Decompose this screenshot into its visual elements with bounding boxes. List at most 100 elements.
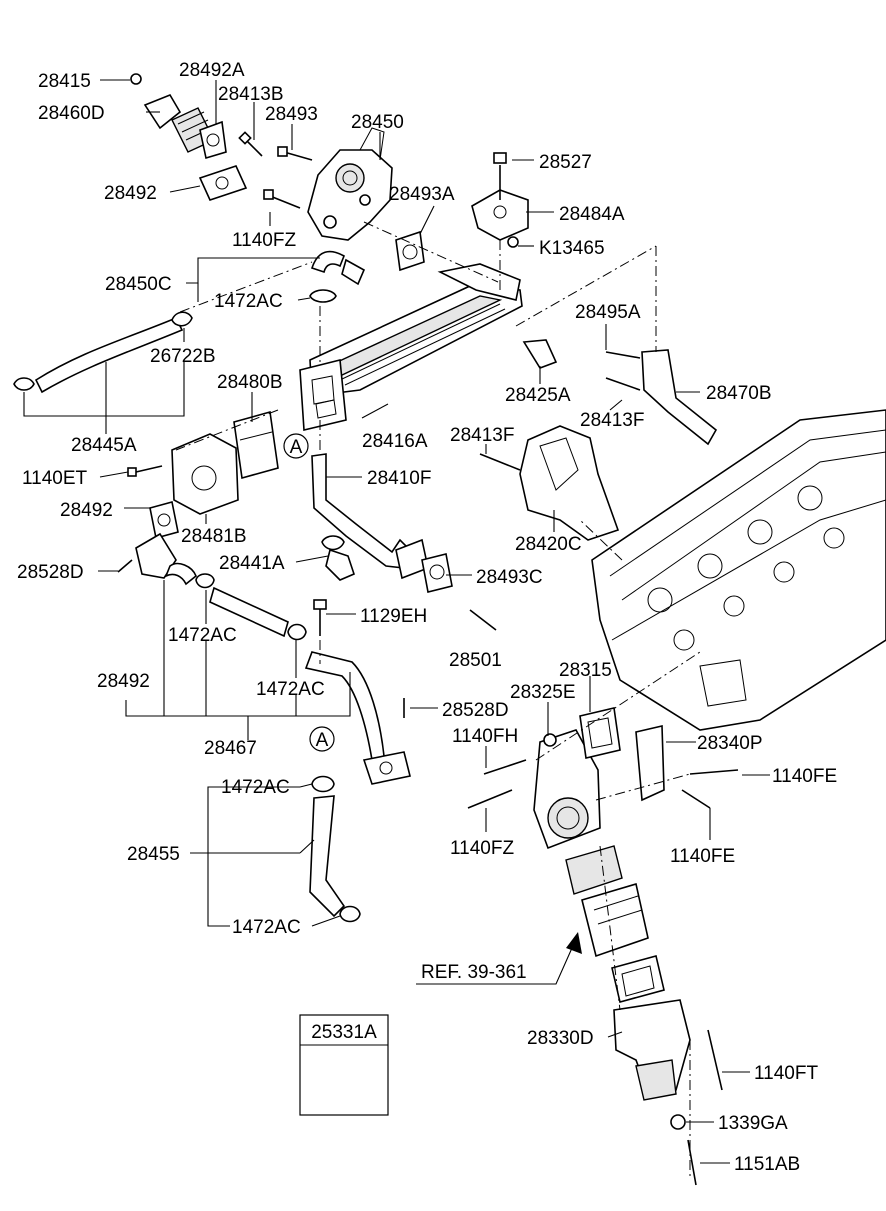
label-28445A: 28445A (71, 435, 137, 456)
label-28410F: 28410F (367, 468, 431, 489)
bracket-28420C (519, 425, 620, 541)
bolt-1140FE-right (689, 769, 739, 775)
label-28425A: 28425A (505, 385, 571, 406)
label-28527: 28527 (539, 152, 592, 173)
label-28470B: 28470B (706, 383, 772, 404)
label-1140FZ-low: 1140FZ (450, 838, 514, 859)
bolt-1140FE-low (681, 789, 711, 809)
nut-1339GA (670, 1114, 686, 1130)
circle-marker-a-upper-text: A (290, 437, 303, 458)
label-1472AC-low2: 1472AC (232, 917, 301, 938)
circle-marker-a-upper: A (283, 433, 309, 459)
label-1472AC-mid2: 1472AC (256, 679, 325, 700)
label-1472AC-mid1: 1472AC (168, 625, 237, 646)
label-28340P: 28340P (697, 733, 763, 754)
label-28330D: 28330D (527, 1028, 594, 1049)
bolt-28528D-left (117, 559, 133, 573)
gasket-28492-mid (149, 501, 179, 539)
clamp-26722B (171, 311, 193, 327)
bolt-1140ET-head (127, 467, 137, 477)
hose-28455 (309, 795, 346, 918)
label-28484A: 28484A (559, 204, 625, 225)
clamp-28445A-a (13, 377, 35, 391)
bracket-28470B (641, 349, 718, 446)
label-1472AC-top: 1472AC (214, 291, 283, 312)
plate-28480B (233, 410, 279, 480)
circle-marker-a-lower: A (309, 726, 335, 752)
clamp-1472AC-top (309, 289, 337, 303)
label-28493: 28493 (265, 104, 318, 125)
label-28481B: 28481B (181, 526, 247, 547)
plate-28480B-line (239, 431, 273, 441)
label-28413B: 28413B (218, 84, 284, 105)
flange-28467 (362, 751, 411, 785)
hose-28467-a (164, 562, 197, 586)
gasket-28492-mid-hole (157, 513, 171, 527)
bolt-28527-head (493, 152, 507, 164)
stud-28501 (469, 609, 497, 631)
label-28315: 28315 (559, 660, 612, 681)
bolt-1140ET (135, 465, 163, 473)
label-1151AB: 1151AB (734, 1154, 800, 1175)
bracket-28481B (171, 433, 239, 515)
screen-filter (565, 845, 623, 895)
clamp-1472AC-low2 (339, 905, 361, 923)
gasket-28493C-hole (429, 564, 445, 580)
label-28492A: 28492A (179, 60, 245, 81)
clamp-1472AC-mid2 (287, 623, 307, 641)
hose-28467-b (209, 586, 289, 638)
label-28441A: 28441A (219, 553, 285, 574)
gasket-28493A (395, 230, 425, 272)
clamp-1472AC-low1 (311, 775, 335, 793)
bracket-28340P (635, 725, 665, 802)
egr-cooler-small-fin1 (593, 895, 639, 911)
gasket-lower-inner (621, 965, 655, 997)
gasket-lower (611, 955, 665, 1003)
bolt-1140FZ-top (263, 189, 301, 209)
egr-cooler-28416A (299, 263, 523, 431)
label-28325E: 28325E (510, 682, 576, 703)
label-28450C: 28450C (105, 274, 172, 295)
label-1140ET: 1140ET (22, 468, 88, 489)
label-28495A: 28495A (575, 302, 641, 323)
bolt-28495A (605, 351, 641, 359)
inset-box-25331A: 25331A (299, 1014, 389, 1116)
egr-valve-28450 (307, 127, 393, 241)
bolt-1140FH (483, 759, 527, 775)
label-28450: 28450 (351, 112, 404, 133)
part-labels: 28415 28492A 28460D 28413B 28493 28450 2… (17, 60, 837, 1175)
bracket-28484A-hole (493, 205, 507, 219)
ref-arrow (566, 932, 582, 954)
label-28455: 28455 (127, 844, 180, 865)
label-28493A: 28493A (389, 184, 455, 205)
stud-1151AB (687, 1139, 697, 1186)
bolt-28413F-right (605, 377, 641, 391)
clamp-28441A (321, 535, 345, 551)
label-1140FH: 1140FH (452, 726, 518, 747)
gasket-28315-inner (587, 717, 613, 749)
bracket-28481B-hole (191, 465, 217, 491)
bolt-28413B (238, 131, 263, 157)
gasket-28493A-hole (402, 244, 418, 260)
leader-lines (23, 79, 770, 1164)
hose-28441A (325, 548, 355, 581)
label-26722B: 26722B (150, 346, 216, 367)
label-28492-top: 28492 (104, 183, 157, 204)
bolt-28493 (277, 146, 313, 161)
elbow-28330D-pipe (635, 1059, 677, 1101)
label-25331A: 25331A (311, 1022, 377, 1043)
label-28413F-mid: 28413F (450, 425, 514, 446)
bolt-1129EH-head (313, 599, 327, 610)
label-1339GA: 1339GA (718, 1113, 788, 1134)
label-28501: 28501 (449, 650, 502, 671)
flange-28467-hole (379, 761, 393, 775)
circle-marker-a-lower-text: A (316, 730, 329, 751)
bolt-28413F-mid (479, 453, 521, 471)
pipe-28445A (34, 316, 184, 394)
hose-28450C (310, 250, 346, 274)
label-K13465: K13465 (539, 238, 605, 259)
label-1129EH: 1129EH (360, 606, 427, 627)
egr-cooler-small-fin2 (597, 909, 643, 925)
clamp-1472AC-mid1 (195, 573, 215, 589)
gasket-28315 (579, 707, 621, 759)
